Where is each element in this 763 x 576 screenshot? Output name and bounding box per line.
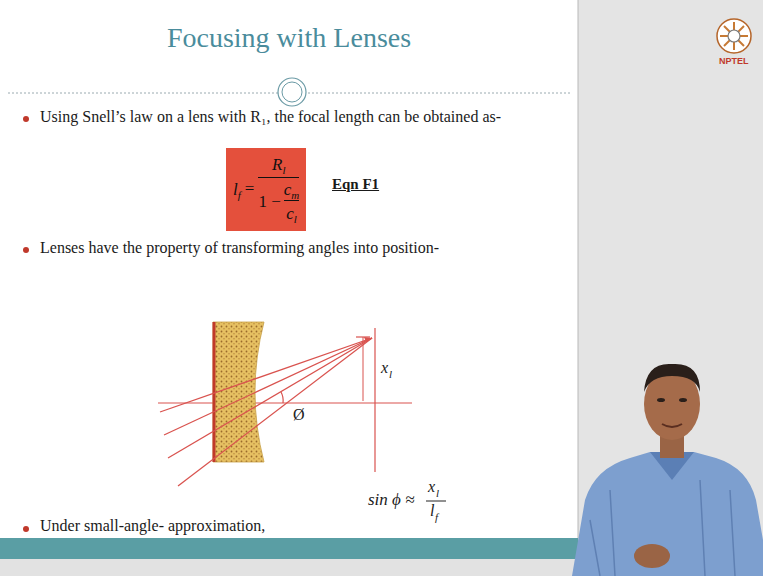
equation-term: l	[294, 213, 297, 226]
equation-box: lf=Rl1 −cmcl	[226, 148, 306, 231]
lens-edge	[213, 322, 216, 462]
equation-term: R	[272, 155, 282, 175]
equation-term: =	[245, 179, 255, 198]
formula-term: l	[430, 502, 434, 520]
fraction-bar	[426, 501, 446, 502]
angle-arc	[281, 392, 283, 403]
nptel-logo	[717, 19, 751, 53]
bullet	[23, 526, 29, 532]
equation-term: 1 −	[258, 192, 280, 211]
equation-term: c	[284, 180, 292, 200]
slide-title: Focusing with Lenses	[0, 22, 578, 54]
footer-bar	[0, 538, 578, 559]
slide-border	[578, 0, 579, 560]
presenter-figure	[572, 364, 763, 576]
divider-ornament	[278, 78, 306, 106]
formula-term: sin ϕ ≈	[368, 490, 414, 510]
bullet	[23, 247, 29, 253]
formula-subscript: f	[435, 511, 438, 524]
bullet-text: Lenses have the property of transforming…	[40, 239, 439, 257]
formula-subscript: l	[436, 487, 439, 500]
optical-axis	[158, 402, 412, 403]
fraction-bar	[258, 177, 299, 178]
ray-focus-mark	[364, 337, 372, 342]
equation-term: l	[233, 180, 238, 200]
equation-term: l	[282, 164, 285, 177]
light-rays	[160, 338, 372, 486]
logo-text: NPTEL	[719, 56, 749, 66]
formula-term: x	[428, 478, 435, 496]
focal-plane	[374, 328, 375, 472]
bullet-text: Using Snell’s law on a lens with R₁, the…	[40, 108, 501, 126]
bullet	[23, 116, 29, 122]
angle-label: Ø	[293, 406, 305, 424]
equation-number: Eqn F1	[332, 176, 379, 193]
dimension-line	[363, 337, 364, 401]
equation-term: m	[291, 189, 299, 202]
slide-ground	[0, 0, 578, 538]
dimension-subscript: l	[389, 368, 392, 381]
divider-ornament	[282, 82, 302, 102]
dimension-label: x	[381, 359, 388, 377]
equation-term: c	[286, 204, 294, 224]
equation-term: f	[238, 189, 241, 202]
bullet-text: Under small-angle- approximation,	[40, 517, 265, 535]
